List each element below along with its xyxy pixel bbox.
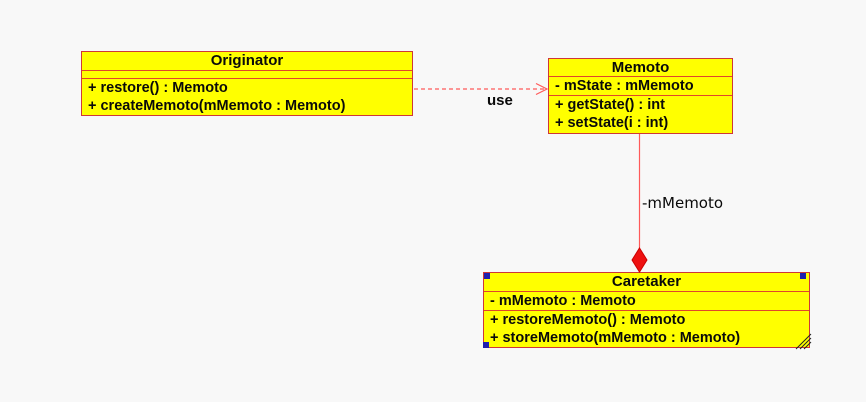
class-box-originator[interactable]: Originator + restore() : Memoto + create… (81, 51, 413, 116)
dependency-arrow[interactable] (414, 82, 549, 96)
composition-diamond (631, 247, 648, 273)
attributes-compartment-memoto: - mState : mMemoto (549, 77, 732, 96)
operation-row: + storeMemoto(mMemoto : Memoto) (490, 330, 741, 346)
class-title-memoto: Memoto (549, 59, 732, 77)
attributes-compartment-caretaker: - mMemoto : Memoto (484, 292, 809, 311)
attributes-compartment-originator (82, 71, 412, 79)
operations-compartment-originator: + restore() : Memoto + createMemoto(mMem… (82, 79, 412, 115)
operations-compartment-caretaker: + restoreMemoto() : Memoto + storeMemoto… (484, 311, 809, 347)
operations-compartment-memoto: + getState() : int + setState(i : int) (549, 96, 732, 132)
attribute-row: - mMemoto : Memoto (490, 293, 636, 309)
class-title-caretaker: Caretaker (484, 273, 809, 292)
dependency-label: use (487, 92, 513, 109)
class-title-originator: Originator (82, 52, 412, 71)
composition-role-label: -mMemoto (642, 194, 724, 212)
operation-row: + setState(i : int) (555, 115, 669, 131)
attribute-row: - mState : mMemoto (555, 78, 694, 94)
operation-row: + getState() : int (555, 97, 665, 113)
class-box-memoto[interactable]: Memoto - mState : mMemoto + getState() :… (548, 58, 733, 134)
operation-row: + restoreMemoto() : Memoto (490, 312, 686, 328)
class-box-caretaker[interactable]: Caretaker - mMemoto : Memoto + restoreMe… (483, 272, 810, 348)
operation-row: + createMemoto(mMemoto : Memoto) (88, 98, 346, 114)
operation-row: + restore() : Memoto (88, 80, 228, 96)
